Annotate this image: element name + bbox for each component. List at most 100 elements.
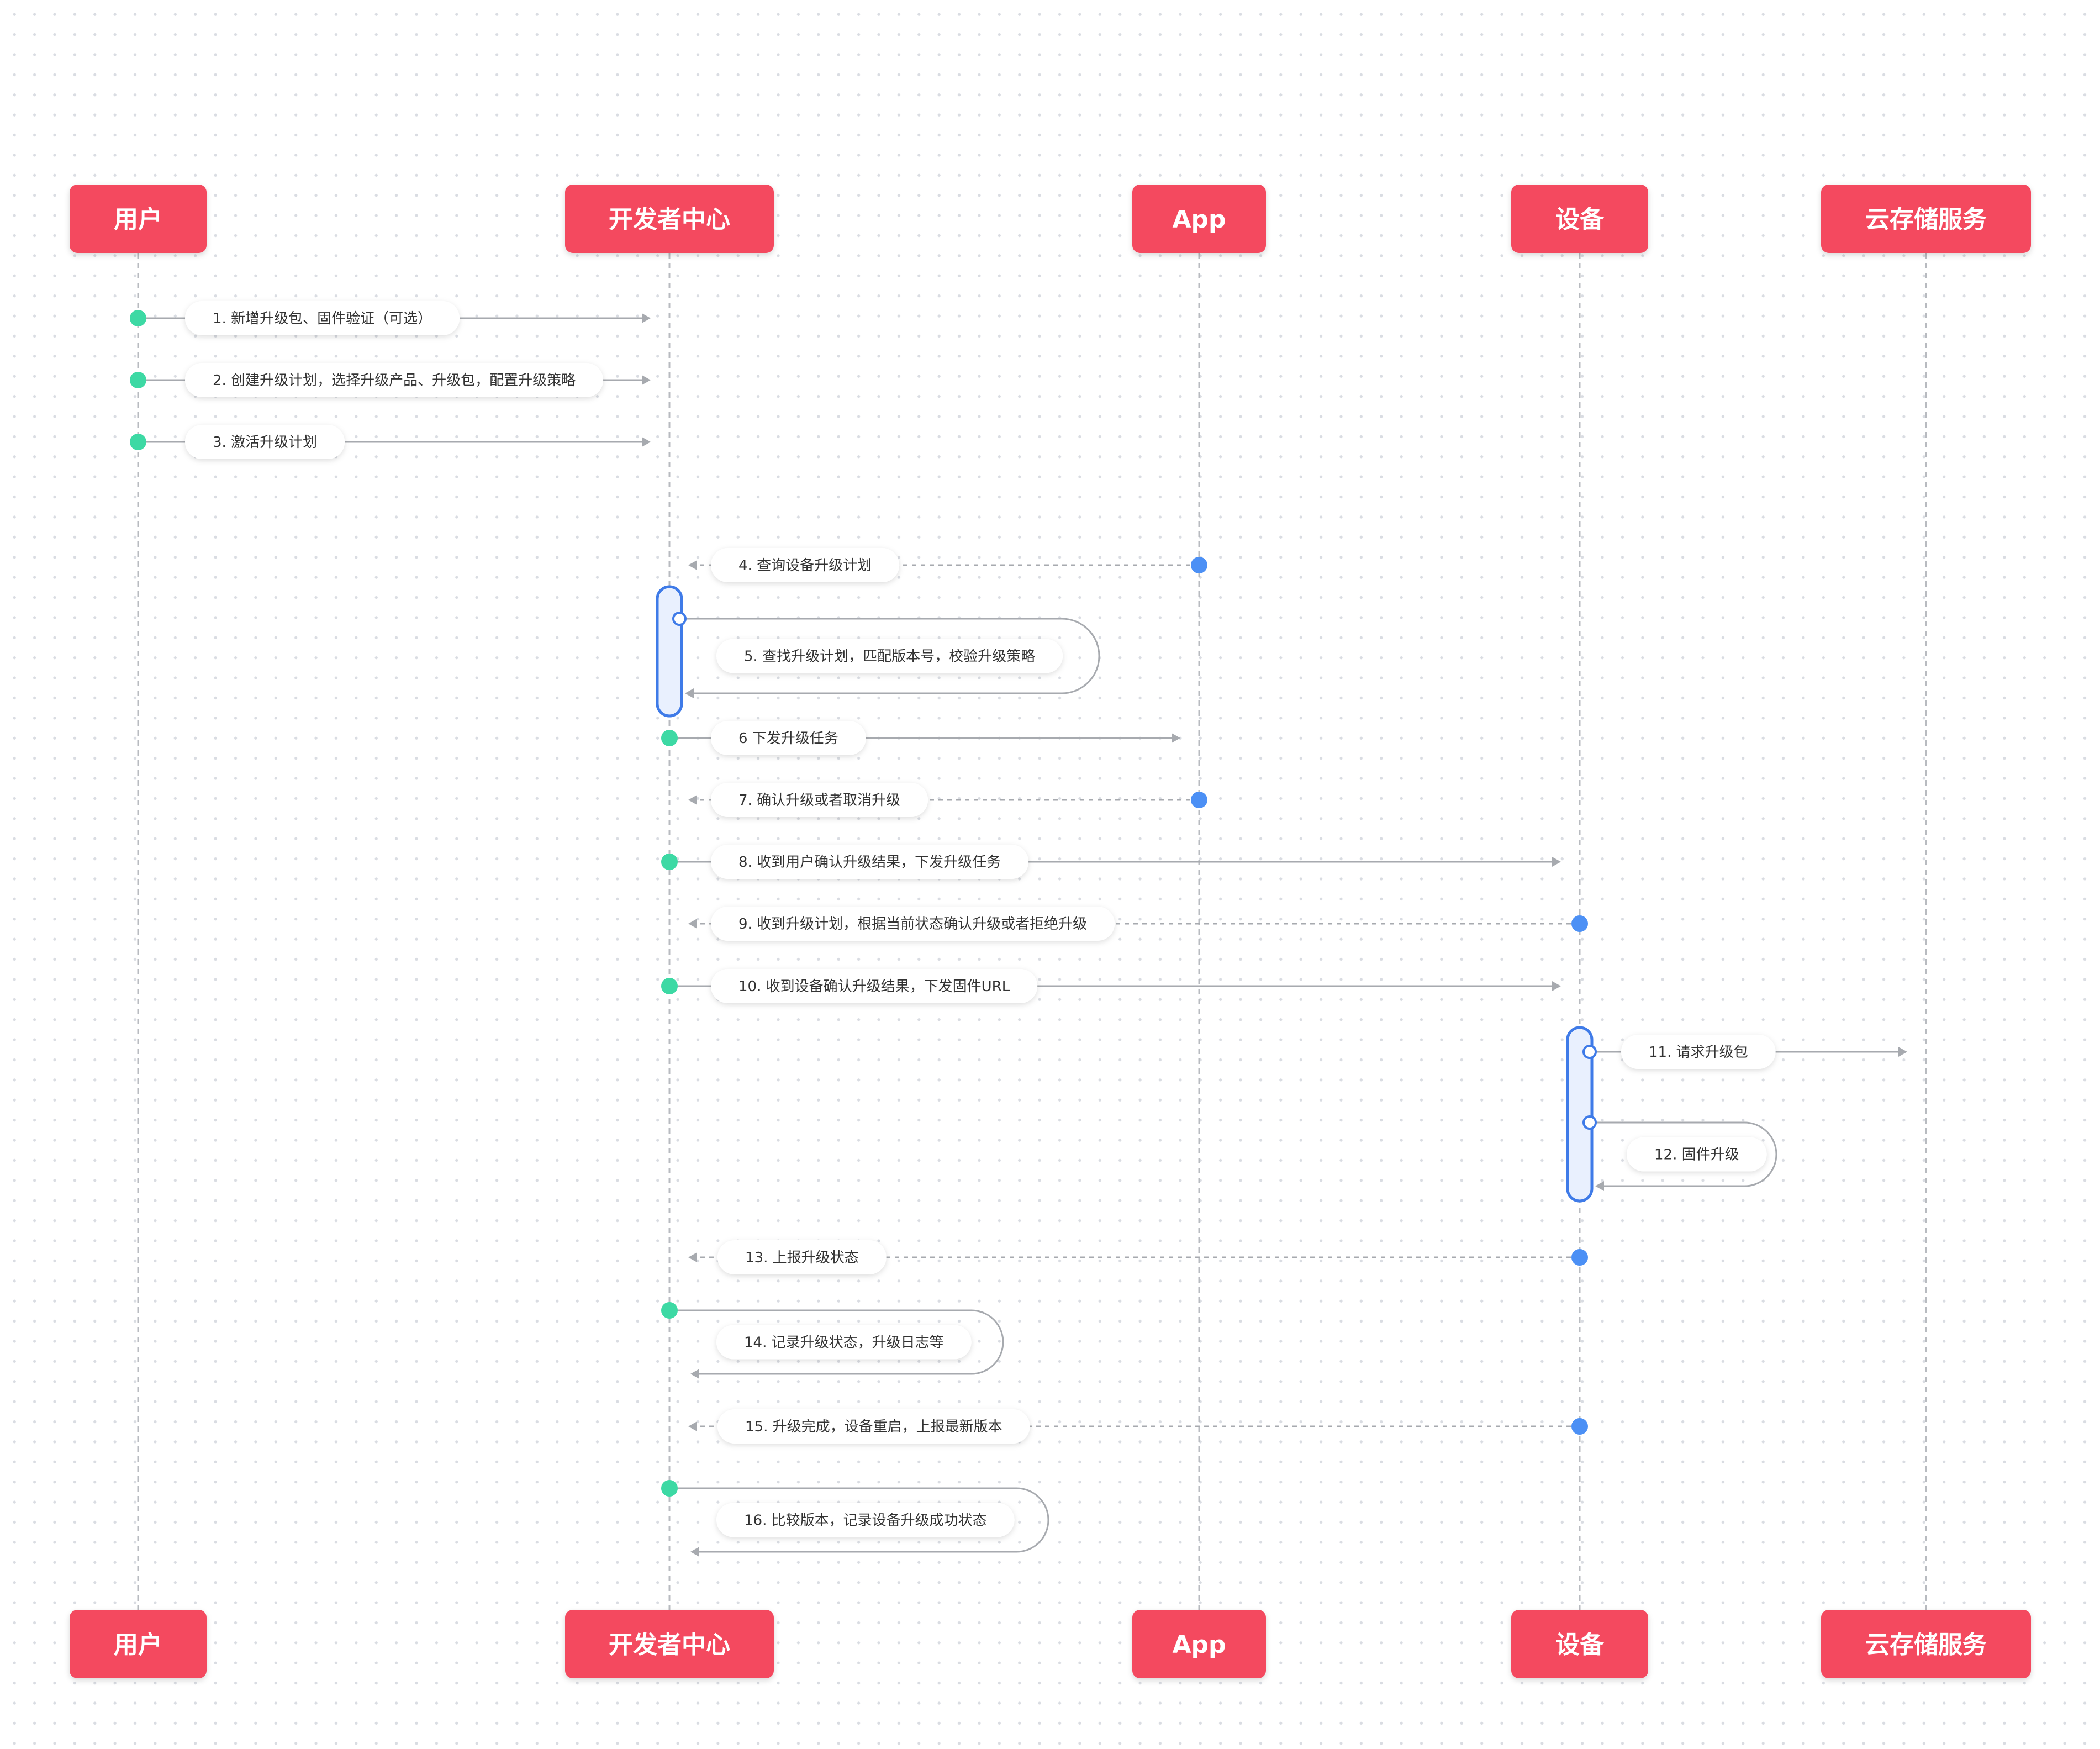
label-pill [1627,1137,1767,1172]
self-loop-line [669,1487,1049,1553]
label-text: 16. 比较版本，记录设备升级成功状态 [744,1513,987,1529]
message-1-origin-dot [130,310,146,326]
label-pill [716,1503,1015,1537]
actor-dev-bottom: 开发者中心 [565,1610,774,1678]
message-14-arrow [669,1309,1004,1379]
actor-label: 用户 [114,1631,162,1659]
self-loop-line [1592,1121,1777,1187]
arrow-head [1595,1181,1604,1191]
message-14-label: 14. 记录升级状态，升级日志等 [716,1325,972,1360]
message-6-label: 6 下发升级任务 [711,721,866,755]
label-text: 1. 新增升级包、固件验证（可选） [213,310,432,327]
actor-box [1821,1610,2031,1678]
label-text: 3. 激活升级计划 [213,434,317,451]
actor-cloud-bottom: 云存储服务 [1821,1610,2031,1678]
arrow-head [690,1369,699,1379]
actor-box [70,185,207,253]
message-8-origin-dot [661,854,678,870]
message-5-arrow [682,618,1100,698]
actor-label: App [1172,206,1226,234]
label-pill [185,425,345,459]
message-7-origin-dot [1191,792,1207,808]
message-2-label: 2. 创建升级计划，选择升级产品、升级包，配置升级策略 [185,363,604,397]
label-text: 8. 收到用户确认升级结果，下发升级任务 [738,854,1001,871]
label-text: 9. 收到升级计划，根据当前状态确认升级或者拒绝升级 [738,916,1087,933]
label-text: 5. 查找升级计划，匹配版本号，校验升级策略 [744,649,1035,665]
label-pill [1621,1035,1776,1069]
label-text: 14. 记录升级状态，升级日志等 [744,1335,944,1351]
label-pill [717,1240,887,1274]
actor-cloud-top: 云存储服务 [1821,185,2031,253]
label-text: 12. 固件升级 [1654,1147,1739,1163]
self-loop-line [682,618,1100,694]
label-text: 10. 收到设备确认升级结果，下发固件URL [738,978,1010,995]
message-12-arrow [1592,1121,1777,1191]
actor-label: 用户 [114,206,162,234]
message-3-label: 3. 激活升级计划 [185,425,345,459]
actor-user-top: 用户 [70,185,207,253]
label-pill [711,969,1038,1003]
label-pill [711,721,866,755]
actor-device-bottom: 设备 [1511,1610,1648,1678]
message-15-arrow [688,1421,1580,1431]
label-pill [185,301,460,335]
label-text: 2. 创建升级计划，选择升级产品、升级包，配置升级策略 [213,372,576,389]
message-10-origin-dot [661,978,678,994]
message-12-origin-ring [1582,1115,1597,1130]
arrow-head [642,437,651,447]
message-15-origin-dot [1571,1418,1588,1435]
arrow-head [642,313,651,323]
arrow-head [688,795,697,805]
message-15-label: 15. 升级完成，设备重启，上报最新版本 [717,1409,1030,1444]
label-text: 13. 上报升级状态 [745,1250,859,1266]
message-6-origin-dot [661,730,678,746]
actor-app-bottom: App [1132,1610,1266,1678]
message-13-arrow [688,1252,1580,1262]
actor-box [1821,185,2031,253]
message-8-label: 8. 收到用户确认升级结果，下发升级任务 [711,845,1029,879]
label-pill [185,363,604,397]
activation-bar-device [1566,1026,1594,1203]
message-7-arrow [688,795,1199,805]
label-text: 15. 升级完成，设备重启，上报最新版本 [745,1419,1002,1435]
label-text: 11. 请求升级包 [1649,1044,1748,1061]
actor-label: 设备 [1555,206,1605,234]
label-pill [711,907,1115,941]
activation-bar-dev [656,585,683,718]
label-text: 4. 查询设备升级计划 [738,557,872,574]
actor-box [565,185,774,253]
message-13-label: 13. 上报升级状态 [717,1240,887,1274]
actor-box [1511,1610,1648,1678]
actor-label: 开发者中心 [609,206,730,234]
arrow-head [688,919,697,929]
message-2-origin-dot [130,372,146,388]
actor-label: 开发者中心 [609,1631,730,1659]
arrow-head [1898,1047,1907,1057]
message-16-origin-dot [661,1480,678,1497]
message-9-label: 9. 收到升级计划，根据当前状态确认升级或者拒绝升级 [711,907,1115,941]
label-pill [717,1409,1030,1444]
message-5-label: 5. 查找升级计划，匹配版本号，校验升级策略 [716,639,1063,673]
message-13-origin-dot [1571,1249,1588,1266]
arrow-head [1552,981,1561,991]
label-pill [711,548,900,582]
message-16-label: 16. 比较版本，记录设备升级成功状态 [716,1503,1015,1537]
arrow-head [688,560,697,570]
arrow-head [688,1421,697,1431]
arrow-head [1552,857,1561,867]
actor-label: 云存储服务 [1865,1631,1987,1659]
actor-label: 设备 [1555,1631,1605,1659]
message-11-label: 11. 请求升级包 [1621,1035,1776,1069]
message-5-origin-ring [672,612,687,626]
label-pill [711,845,1029,879]
message-3-origin-dot [130,434,146,450]
arrow-head [690,1547,699,1557]
message-16-arrow [669,1487,1049,1557]
message-9-origin-dot [1571,915,1588,932]
message-9-arrow [688,919,1580,929]
actor-label: 云存储服务 [1865,206,1987,234]
message-10-label: 10. 收到设备确认升级结果，下发固件URL [711,969,1038,1003]
label-pill [716,639,1063,673]
message-11-origin-ring [1582,1045,1597,1059]
actor-user-bottom: 用户 [70,1610,207,1678]
